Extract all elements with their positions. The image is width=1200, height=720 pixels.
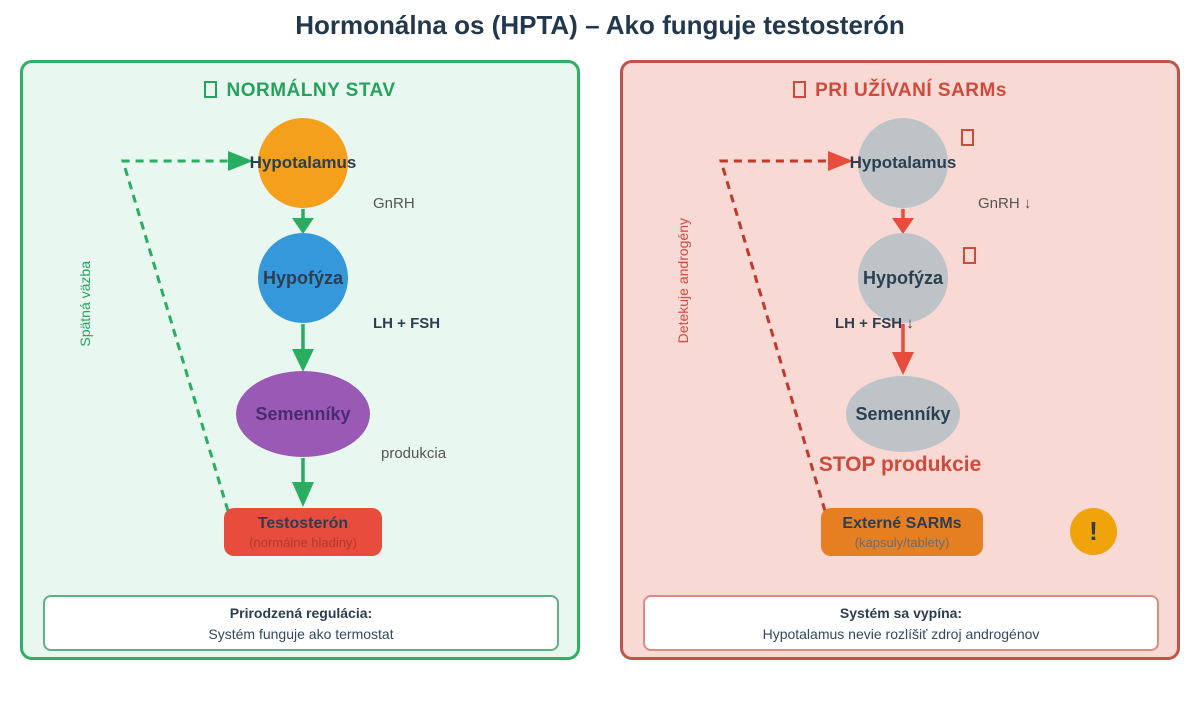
label-produkcia: produkcia <box>381 445 447 462</box>
sarms-info-box: Systém sa vypína: Hypotalamus nevie rozl… <box>643 595 1159 651</box>
missing-glyph-icon <box>793 81 807 98</box>
normal-info-box: Prirodzená regulácia: Systém funguje ako… <box>43 595 559 651</box>
sarms-info-text: Hypotalamus nevie rozlíšiť zdroj androgé… <box>762 625 1040 642</box>
normal-info-title: Prirodzená regulácia: <box>229 604 373 621</box>
node-hypotalamus: Hypotalamus <box>250 118 356 208</box>
page-title: Hormonálna os (HPTA) – Ako funguje testo… <box>295 10 905 40</box>
sarms-state-panel: PRI UŽÍVANÍ SARMs Hypotalamus GnRH ↓ Hyp… <box>620 60 1180 660</box>
node-externe-sarms: Externé SARMs (kapsuly/tablety) <box>821 508 983 556</box>
arrow-lhfsh-head-icon <box>292 349 314 372</box>
normal-flow-connectors <box>120 151 314 512</box>
sarms-arrowhead-icon <box>828 151 853 171</box>
missing-glyph-icon <box>204 81 218 98</box>
sarms-info-title: Systém sa vypína: <box>839 604 963 621</box>
feedback-arrowhead-icon <box>228 151 253 171</box>
node-hypotalamus-suppressed: Hypotalamus <box>850 118 956 208</box>
label-gnrh-down: GnRH ↓ <box>978 195 1032 212</box>
warning-badge: ! <box>1070 508 1117 555</box>
missing-glyph-icon <box>963 247 976 264</box>
feedback-dashed-line <box>120 159 230 512</box>
node-semenniky: Semenníky <box>236 371 370 457</box>
arrow-gnrh-down-head-icon <box>892 218 914 234</box>
label-detekuje-androgeny: Detekuje androgény <box>675 218 691 344</box>
node-hypofyza: Hypofýza <box>258 233 348 323</box>
sarms-state-header: PRI UŽÍVANÍ SARMs <box>623 80 1177 102</box>
arrow-gnrh-head-icon <box>292 218 314 234</box>
normal-info-text: Systém funguje ako termostat <box>208 625 394 642</box>
sarms-state-header-label: PRI UŽÍVANÍ SARMs <box>815 80 1007 101</box>
label-lh-fsh-down: LH + FSH ↓ <box>835 315 914 332</box>
normal-state-header-label: NORMÁLNY STAV <box>226 80 396 101</box>
node-testosteron-subtitle: (normálne hladiny) <box>249 534 357 550</box>
label-spatna-vazba: Spätná väzba <box>77 261 93 347</box>
arrow-produkcia-head-icon <box>292 482 314 507</box>
label-gnrh: GnRH <box>373 195 415 212</box>
arrow-lhfsh-down-head-icon <box>892 352 914 375</box>
sarms-flow-connectors <box>718 151 914 512</box>
label-stop-produkcie: STOP produkcie <box>818 453 982 476</box>
missing-glyph-icon <box>961 129 974 146</box>
normal-state-panel: NORMÁLNY STAV Hypotalamus GnRH Hypofýza … <box>20 60 580 660</box>
label-lh-fsh: LH + FSH <box>373 315 441 332</box>
normal-state-header: NORMÁLNY STAV <box>23 80 577 102</box>
node-testosteron-title: Testosterón <box>257 514 349 532</box>
node-testosteron: Testosterón (normálne hladiny) <box>224 508 382 556</box>
node-externe-sarms-title: Externé SARMs <box>842 514 962 532</box>
sarms-dashed-line <box>718 159 828 512</box>
node-semenniky-suppressed: Semenníky <box>846 376 960 452</box>
node-externe-sarms-subtitle: (kapsuly/tablety) <box>854 534 950 550</box>
node-hypofyza-suppressed: Hypofýza <box>858 233 948 323</box>
